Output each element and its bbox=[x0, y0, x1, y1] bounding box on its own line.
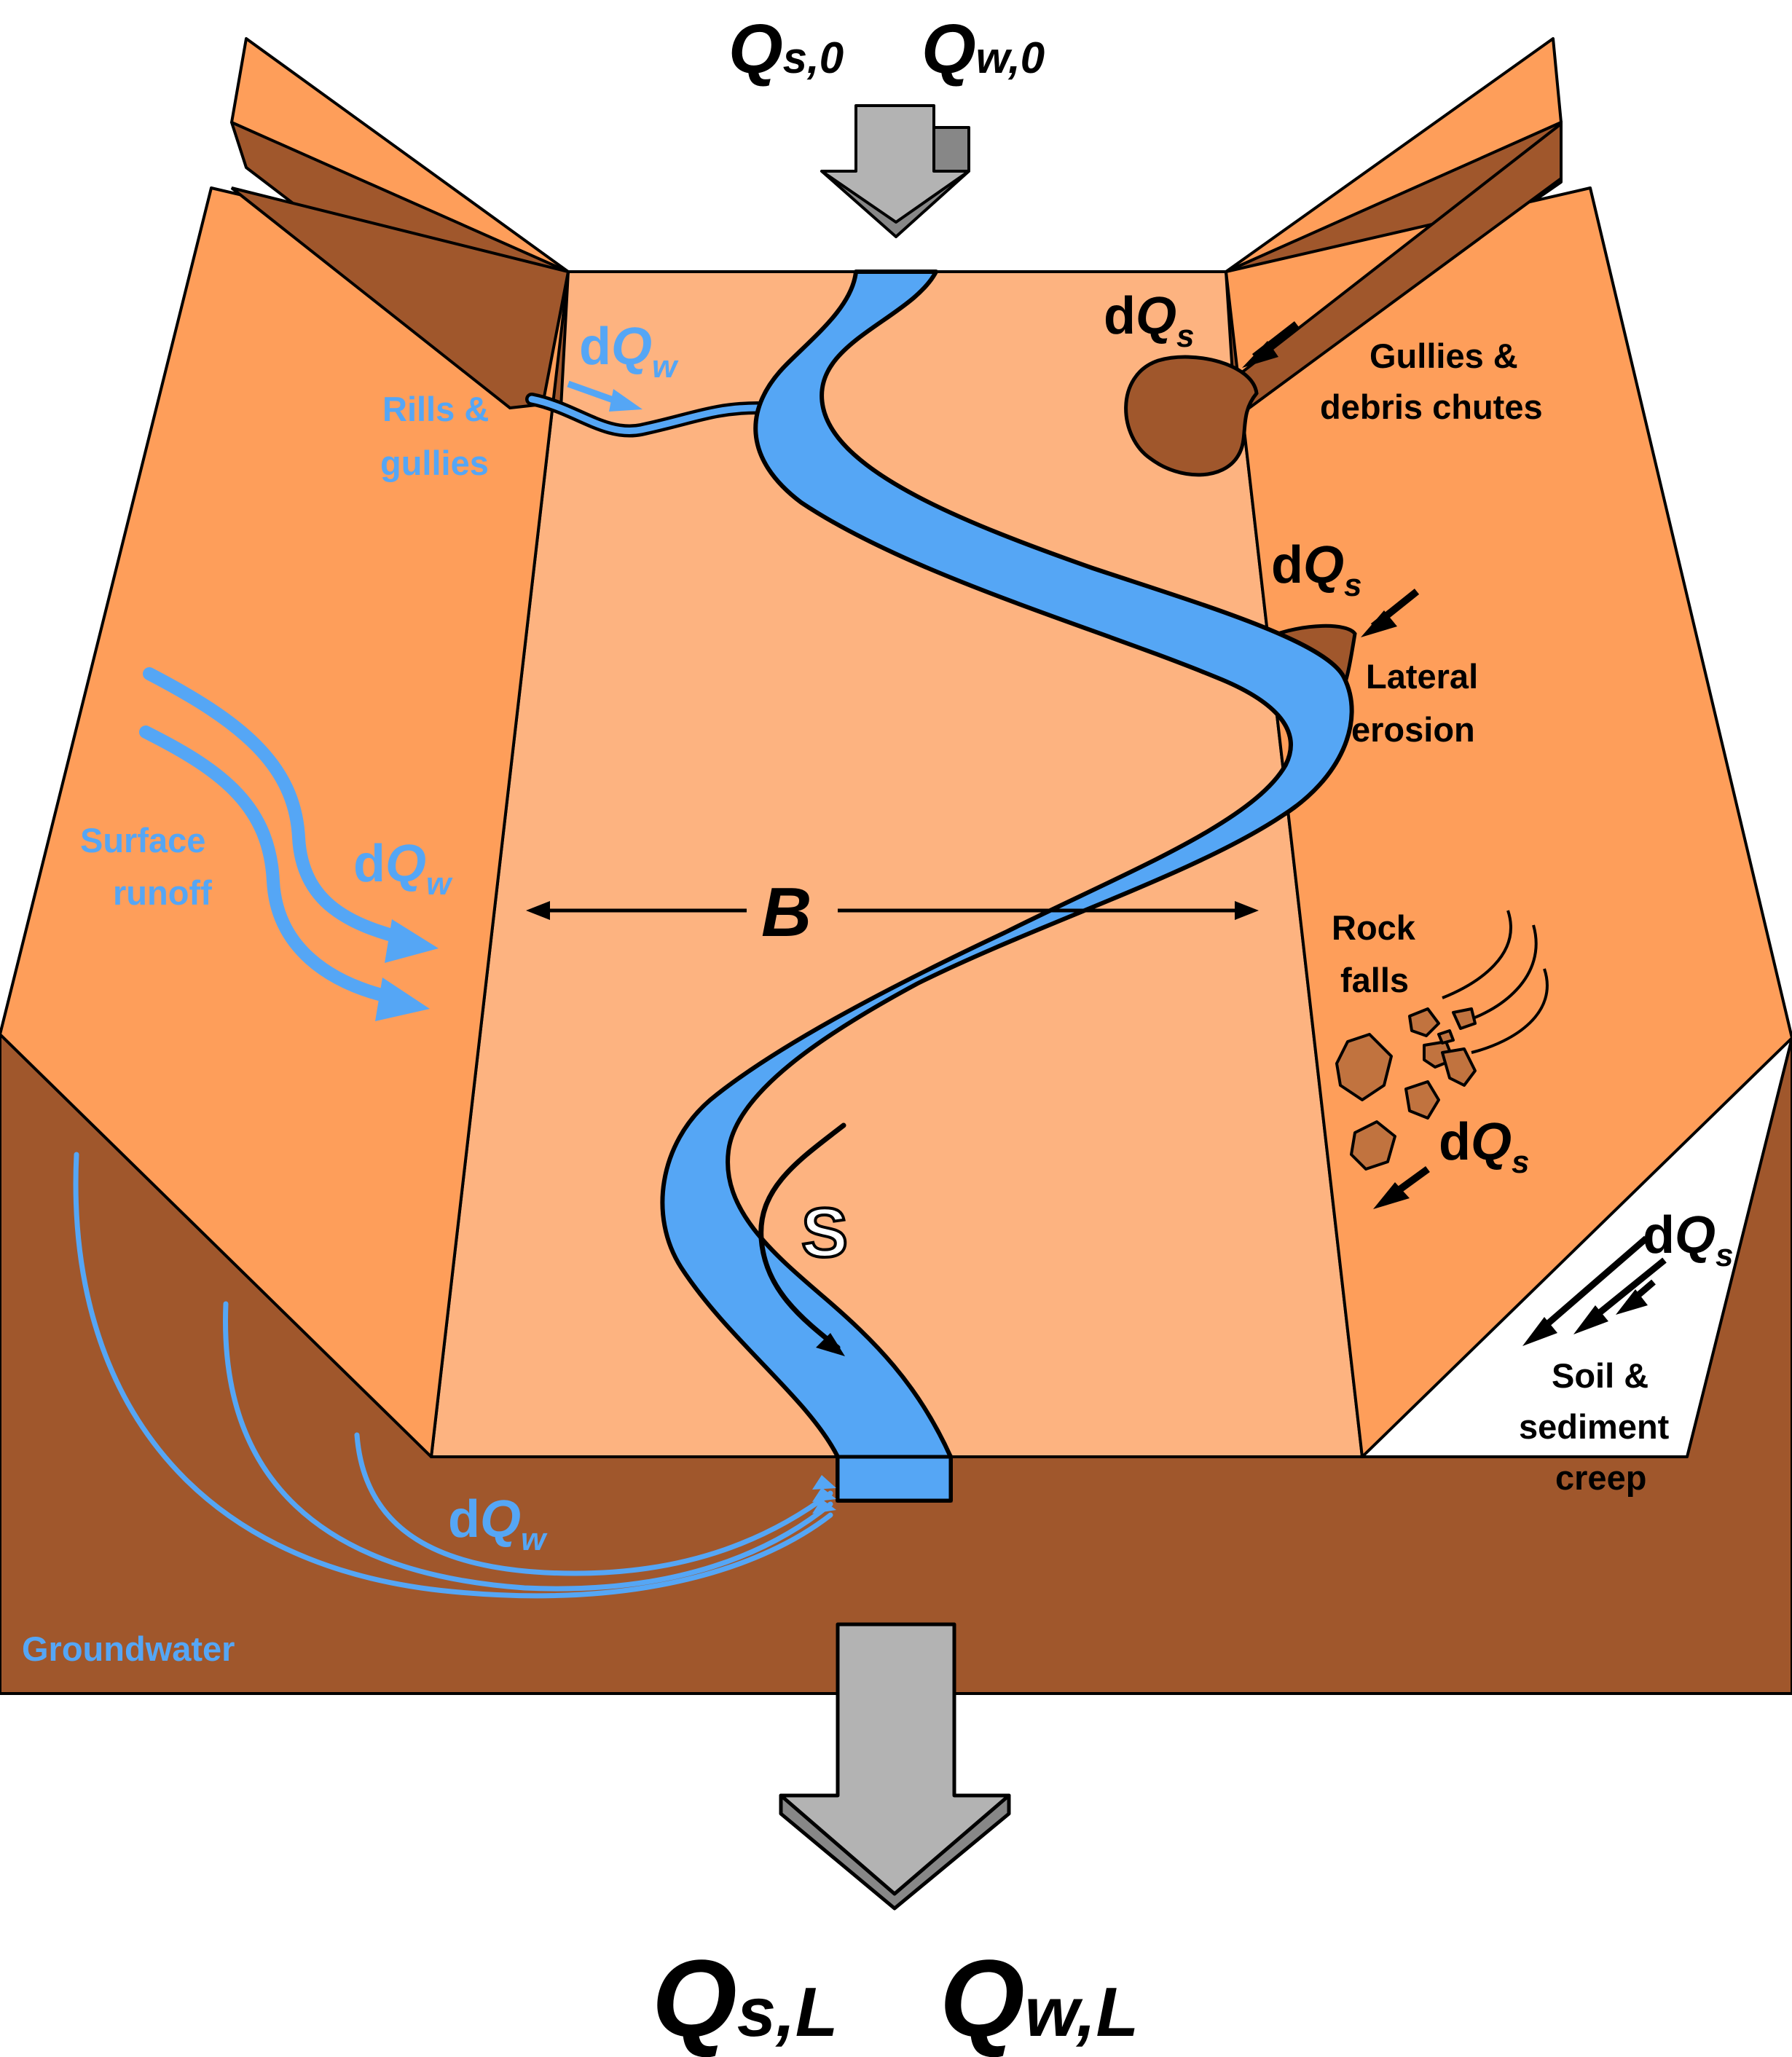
creep-label-line3: creep bbox=[1555, 1458, 1646, 1497]
outflow-arrow bbox=[779, 1622, 1011, 1911]
groundwater-arrowhead-2 bbox=[812, 1487, 836, 1502]
rock-5 bbox=[1437, 1029, 1455, 1045]
lateral-sediment-arrowhead bbox=[1361, 610, 1397, 637]
groundwater-arrowhead-1 bbox=[812, 1499, 836, 1514]
rills-label-line1: Rills & bbox=[382, 390, 489, 428]
channel-outlet-face bbox=[836, 1455, 953, 1503]
rills-water-term: dQw bbox=[579, 318, 679, 385]
rock-1 bbox=[1335, 1033, 1393, 1101]
width-arrow-right bbox=[1235, 901, 1259, 920]
creep-sediment-term: dQs bbox=[1643, 1206, 1733, 1273]
runoff-arrowhead-1 bbox=[385, 919, 439, 963]
debris-fan bbox=[1124, 355, 1259, 477]
main-channel bbox=[660, 270, 1354, 1503]
creep-arrowhead-2 bbox=[1573, 1305, 1608, 1334]
creep-arrowhead-3 bbox=[1616, 1289, 1648, 1315]
width-label: B bbox=[761, 873, 811, 951]
rockfall-label-line2: falls bbox=[1340, 961, 1409, 999]
rock-debris bbox=[1335, 1007, 1477, 1171]
rockfall-sediment-term: dQs bbox=[1439, 1113, 1529, 1180]
gullies-label-line2: debris chutes bbox=[1320, 388, 1543, 426]
surface-runoff-label-line2: runoff bbox=[113, 873, 212, 912]
creep-arrowhead-1 bbox=[1522, 1317, 1557, 1346]
slope-label: S bbox=[801, 1194, 848, 1272]
rock-3 bbox=[1452, 1007, 1477, 1030]
creep-arrow-1 bbox=[1535, 1235, 1648, 1336]
rockfall-sediment-arrowhead bbox=[1373, 1182, 1410, 1209]
rills-label-line2: gullies bbox=[380, 444, 489, 482]
rill-inflow-arrowhead bbox=[609, 389, 642, 412]
runoff-arrowhead-2 bbox=[375, 978, 430, 1021]
surface-runoff-water-term: dQw bbox=[353, 835, 453, 902]
slope-arrow bbox=[758, 1122, 846, 1350]
river bbox=[525, 270, 1354, 1503]
gully-sediment-term: dQs bbox=[1104, 287, 1194, 354]
gullies-label-line1: Gullies & bbox=[1369, 337, 1518, 375]
rock-8 bbox=[1350, 1120, 1396, 1171]
groundwater-arrows bbox=[73, 1152, 833, 1599]
groundwater-label: Groundwater bbox=[22, 1629, 235, 1668]
width-arrow-left bbox=[526, 901, 550, 920]
groundwater-arrowhead-3 bbox=[812, 1475, 836, 1490]
outflow-water-label: Qw,L bbox=[940, 1937, 1139, 2057]
creep-label-line2: sediment bbox=[1519, 1407, 1670, 1446]
inflow-arrow bbox=[820, 104, 970, 238]
tributary-rill-water bbox=[528, 396, 761, 434]
rill-inflow-arrow bbox=[567, 380, 621, 406]
surface-runoff-arrows bbox=[139, 667, 414, 1004]
rock-6 bbox=[1441, 1047, 1477, 1087]
surface-runoff-label-line1: Surface bbox=[80, 821, 205, 860]
inflow-water-label: Qw,0 bbox=[921, 10, 1045, 88]
rockfall-label-line1: Rock bbox=[1332, 908, 1416, 947]
creep-label-line1: Soil & bbox=[1552, 1356, 1648, 1395]
slope-arrowhead bbox=[816, 1333, 845, 1356]
inflow-sediment-label: Qs,0 bbox=[728, 10, 844, 88]
lateral-label-line1: Lateral bbox=[1366, 657, 1478, 696]
lateral-sediment-term: dQs bbox=[1271, 536, 1361, 603]
outflow-sediment-label: Qs,L bbox=[652, 1937, 838, 2057]
gully-sediment-arrowhead bbox=[1242, 341, 1278, 368]
rock-2 bbox=[1408, 1007, 1440, 1037]
creep-arrow-2 bbox=[1586, 1257, 1667, 1325]
lateral-label-line2: erosion bbox=[1351, 710, 1475, 749]
width-indicator: B bbox=[526, 873, 1259, 951]
rock-7 bbox=[1404, 1080, 1440, 1120]
groundwater-water-term: dQw bbox=[448, 1490, 548, 1557]
